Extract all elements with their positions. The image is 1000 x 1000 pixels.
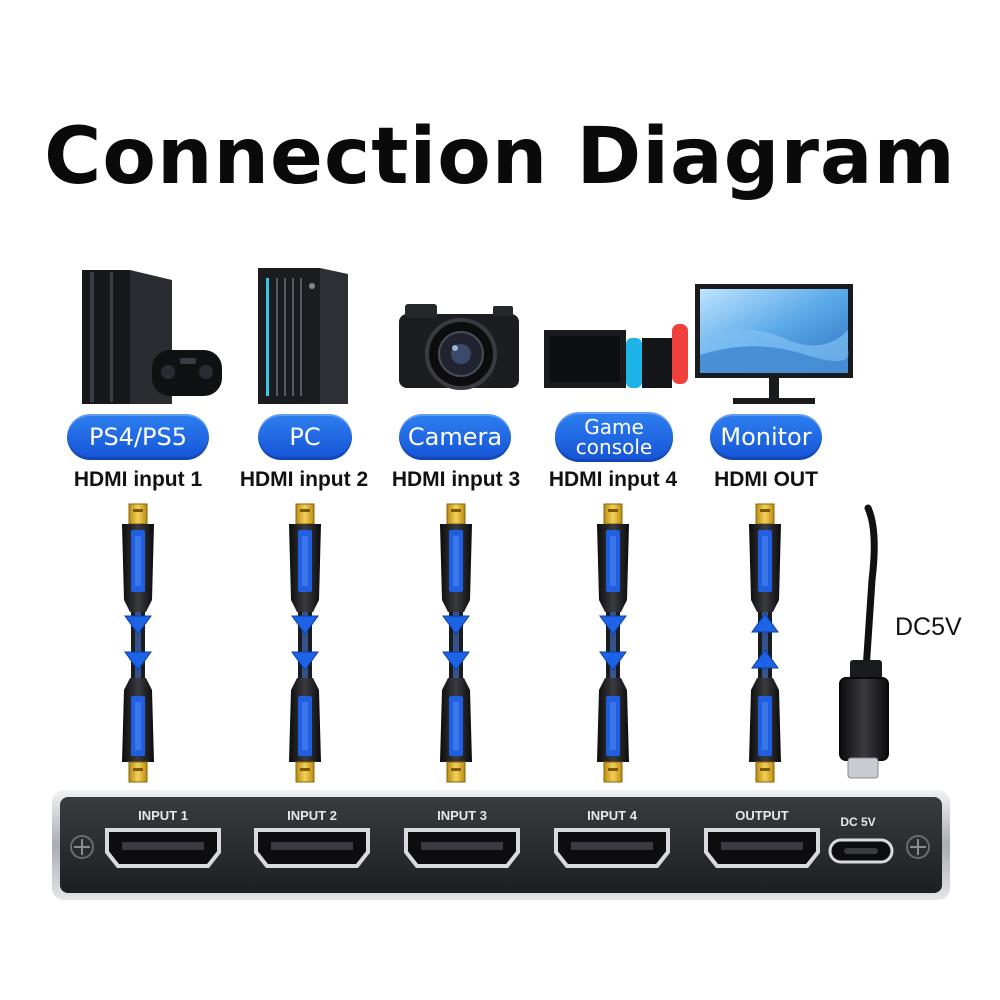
ps4-console-icon [82, 270, 222, 404]
device-label-pc: PC [258, 414, 352, 460]
cables-layer [121, 503, 889, 783]
arrow-down-icon [291, 615, 319, 635]
arrow-down-icon [599, 615, 627, 635]
pc-tower-icon [258, 268, 348, 404]
port-label-input-1: INPUT 1 [138, 808, 188, 823]
hdmi-port-input-2[interactable] [254, 828, 370, 868]
device-label-game-console: Game console [555, 412, 673, 462]
game-console-icon [544, 324, 688, 388]
hdmi-port-output[interactable] [704, 828, 820, 868]
port-label-input-2: INPUT 2 [287, 808, 337, 823]
device-label-ps4-ps5: PS4/PS5 [67, 414, 209, 460]
port-caption-hdmi-input-1: HDMI input 1 [73, 468, 203, 491]
monitor-icon [695, 284, 853, 404]
hdmi-port-input-3[interactable] [404, 828, 520, 868]
arrow-down-icon [442, 615, 470, 635]
hdmi-switch-box: INPUT 1 INPUT 2 INPUT 3 INPUT 4 OUTPUT D… [52, 790, 950, 900]
screw-icon [70, 835, 94, 859]
hdmi-port-input-4[interactable] [554, 828, 670, 868]
power-label: DC5V [895, 613, 962, 641]
port-label-input-4: INPUT 4 [587, 808, 638, 823]
device-label-monitor: Monitor [710, 414, 822, 460]
arrow-down-icon [124, 615, 152, 635]
usb-c-port-dc-5v[interactable] [828, 838, 894, 864]
port-caption-hdmi-input-3: HDMI input 3 [391, 468, 521, 491]
arrow-down-icon [442, 651, 470, 671]
hdmi-port-input-1[interactable] [105, 828, 221, 868]
arrow-down-icon [599, 651, 627, 671]
hdmi-cable-1 [121, 503, 155, 783]
port-caption-hdmi-out: HDMI OUT [714, 468, 818, 491]
hdmi-cable-2 [288, 503, 322, 783]
hdmi-cable-4 [596, 503, 630, 783]
port-caption-hdmi-input-4: HDMI input 4 [548, 468, 678, 491]
port-label-input-3: INPUT 3 [437, 808, 487, 823]
hdmi-cable-3 [439, 503, 473, 783]
screw-icon [906, 835, 930, 859]
arrow-up-icon [751, 613, 779, 633]
device-label-camera: Camera [399, 414, 511, 460]
diagram-title: Connection Diagram [44, 112, 956, 202]
hdmi-cable-out [748, 503, 782, 783]
port-caption-hdmi-input-2: HDMI input 2 [239, 468, 369, 491]
arrow-down-icon [124, 651, 152, 671]
port-label-dc-5v: DC 5V [840, 815, 875, 829]
arrow-down-icon [291, 651, 319, 671]
port-label-output: OUTPUT [735, 808, 789, 823]
arrow-up-icon [751, 649, 779, 669]
usb-c-power-cable [839, 504, 889, 779]
camera-icon [399, 304, 519, 390]
